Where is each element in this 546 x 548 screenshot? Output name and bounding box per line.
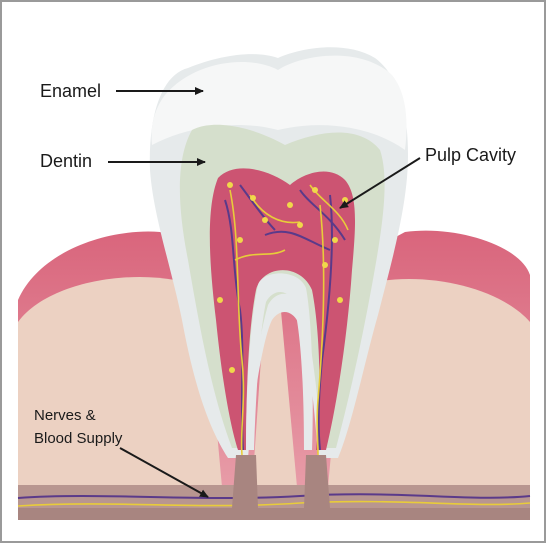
root-base-left <box>232 455 258 508</box>
jaw-bone-strip-lower <box>18 508 530 520</box>
root-base-right <box>304 455 330 508</box>
label-nerves-line1: Nerves & <box>34 407 96 424</box>
label-enamel: Enamel <box>40 81 101 101</box>
label-dentin: Dentin <box>40 151 92 171</box>
label-pulp-cavity: Pulp Cavity <box>425 145 516 165</box>
label-nerves-line2: Blood Supply <box>34 430 123 447</box>
